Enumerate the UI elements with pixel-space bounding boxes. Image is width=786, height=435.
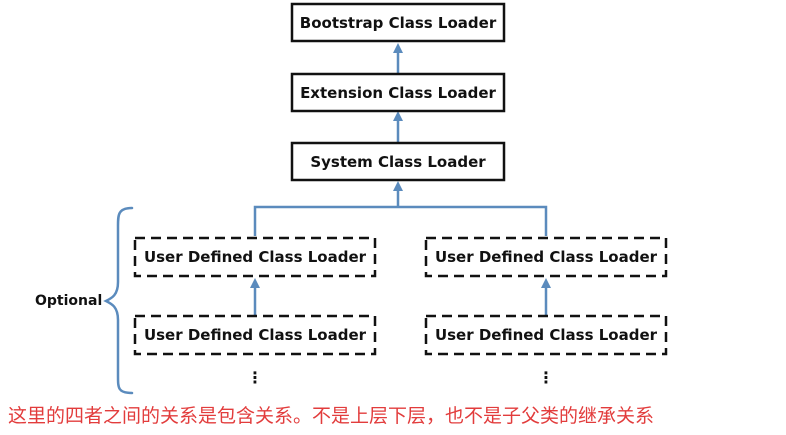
ellipsis-right: ⋮ (538, 368, 554, 387)
connector-user-loaders-to-system (253, 205, 548, 236)
ellipsis-left: ⋮ (247, 368, 263, 387)
user-defined-class-loader-label: User Defined Class Loader (144, 326, 367, 344)
user-defined-class-loader-label: User Defined Class Loader (144, 248, 367, 266)
user-defined-class-loader-node-right-top: User Defined Class Loader (424, 236, 668, 278)
system-class-loader-label: System Class Loader (310, 153, 486, 171)
extension-class-loader-node: Extension Class Loader (290, 72, 506, 113)
relationship-note: 这里的四者之间的关系是包含关系。不是上层下层，也不是子父类的继承关系 (8, 405, 655, 427)
bootstrap-class-loader-label: Bootstrap Class Loader (300, 14, 497, 32)
connectors (250, 43, 551, 315)
optional-label: Optional (35, 293, 102, 309)
optional-brace (103, 206, 134, 395)
user-defined-class-loader-node-left-top: User Defined Class Loader (133, 236, 377, 278)
bootstrap-class-loader-node: Bootstrap Class Loader (290, 2, 506, 43)
system-class-loader-node: System Class Loader (290, 141, 506, 182)
user-defined-class-loader-label: User Defined Class Loader (435, 248, 658, 266)
extension-class-loader-label: Extension Class Loader (300, 84, 496, 102)
user-defined-class-loader-node-right-bottom: User Defined Class Loader (424, 314, 668, 356)
user-defined-class-loader-label: User Defined Class Loader (435, 326, 658, 344)
user-defined-class-loader-node-left-bottom: User Defined Class Loader (133, 314, 377, 356)
